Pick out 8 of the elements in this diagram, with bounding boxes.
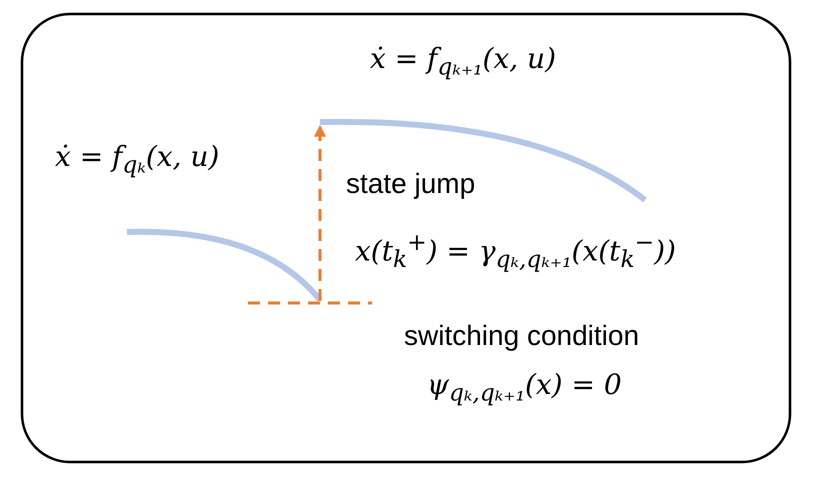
flow-equation: ẋ = f$_{qₖ₊₁}$(x, u) (370, 42, 556, 81)
state-jump-label: state jump (346, 168, 476, 200)
trajectory-curve (126, 228, 322, 302)
trajectory-curve (320, 118, 647, 202)
guard-equation: ψ$_{qₖ,qₖ₊₁}$(x) = 0 (427, 368, 622, 407)
jump-arrow (314, 124, 326, 301)
flow-equation: ẋ = f$_{qₖ}$(x, u) (55, 140, 220, 179)
switching-condition-label: switching condition (404, 320, 640, 352)
